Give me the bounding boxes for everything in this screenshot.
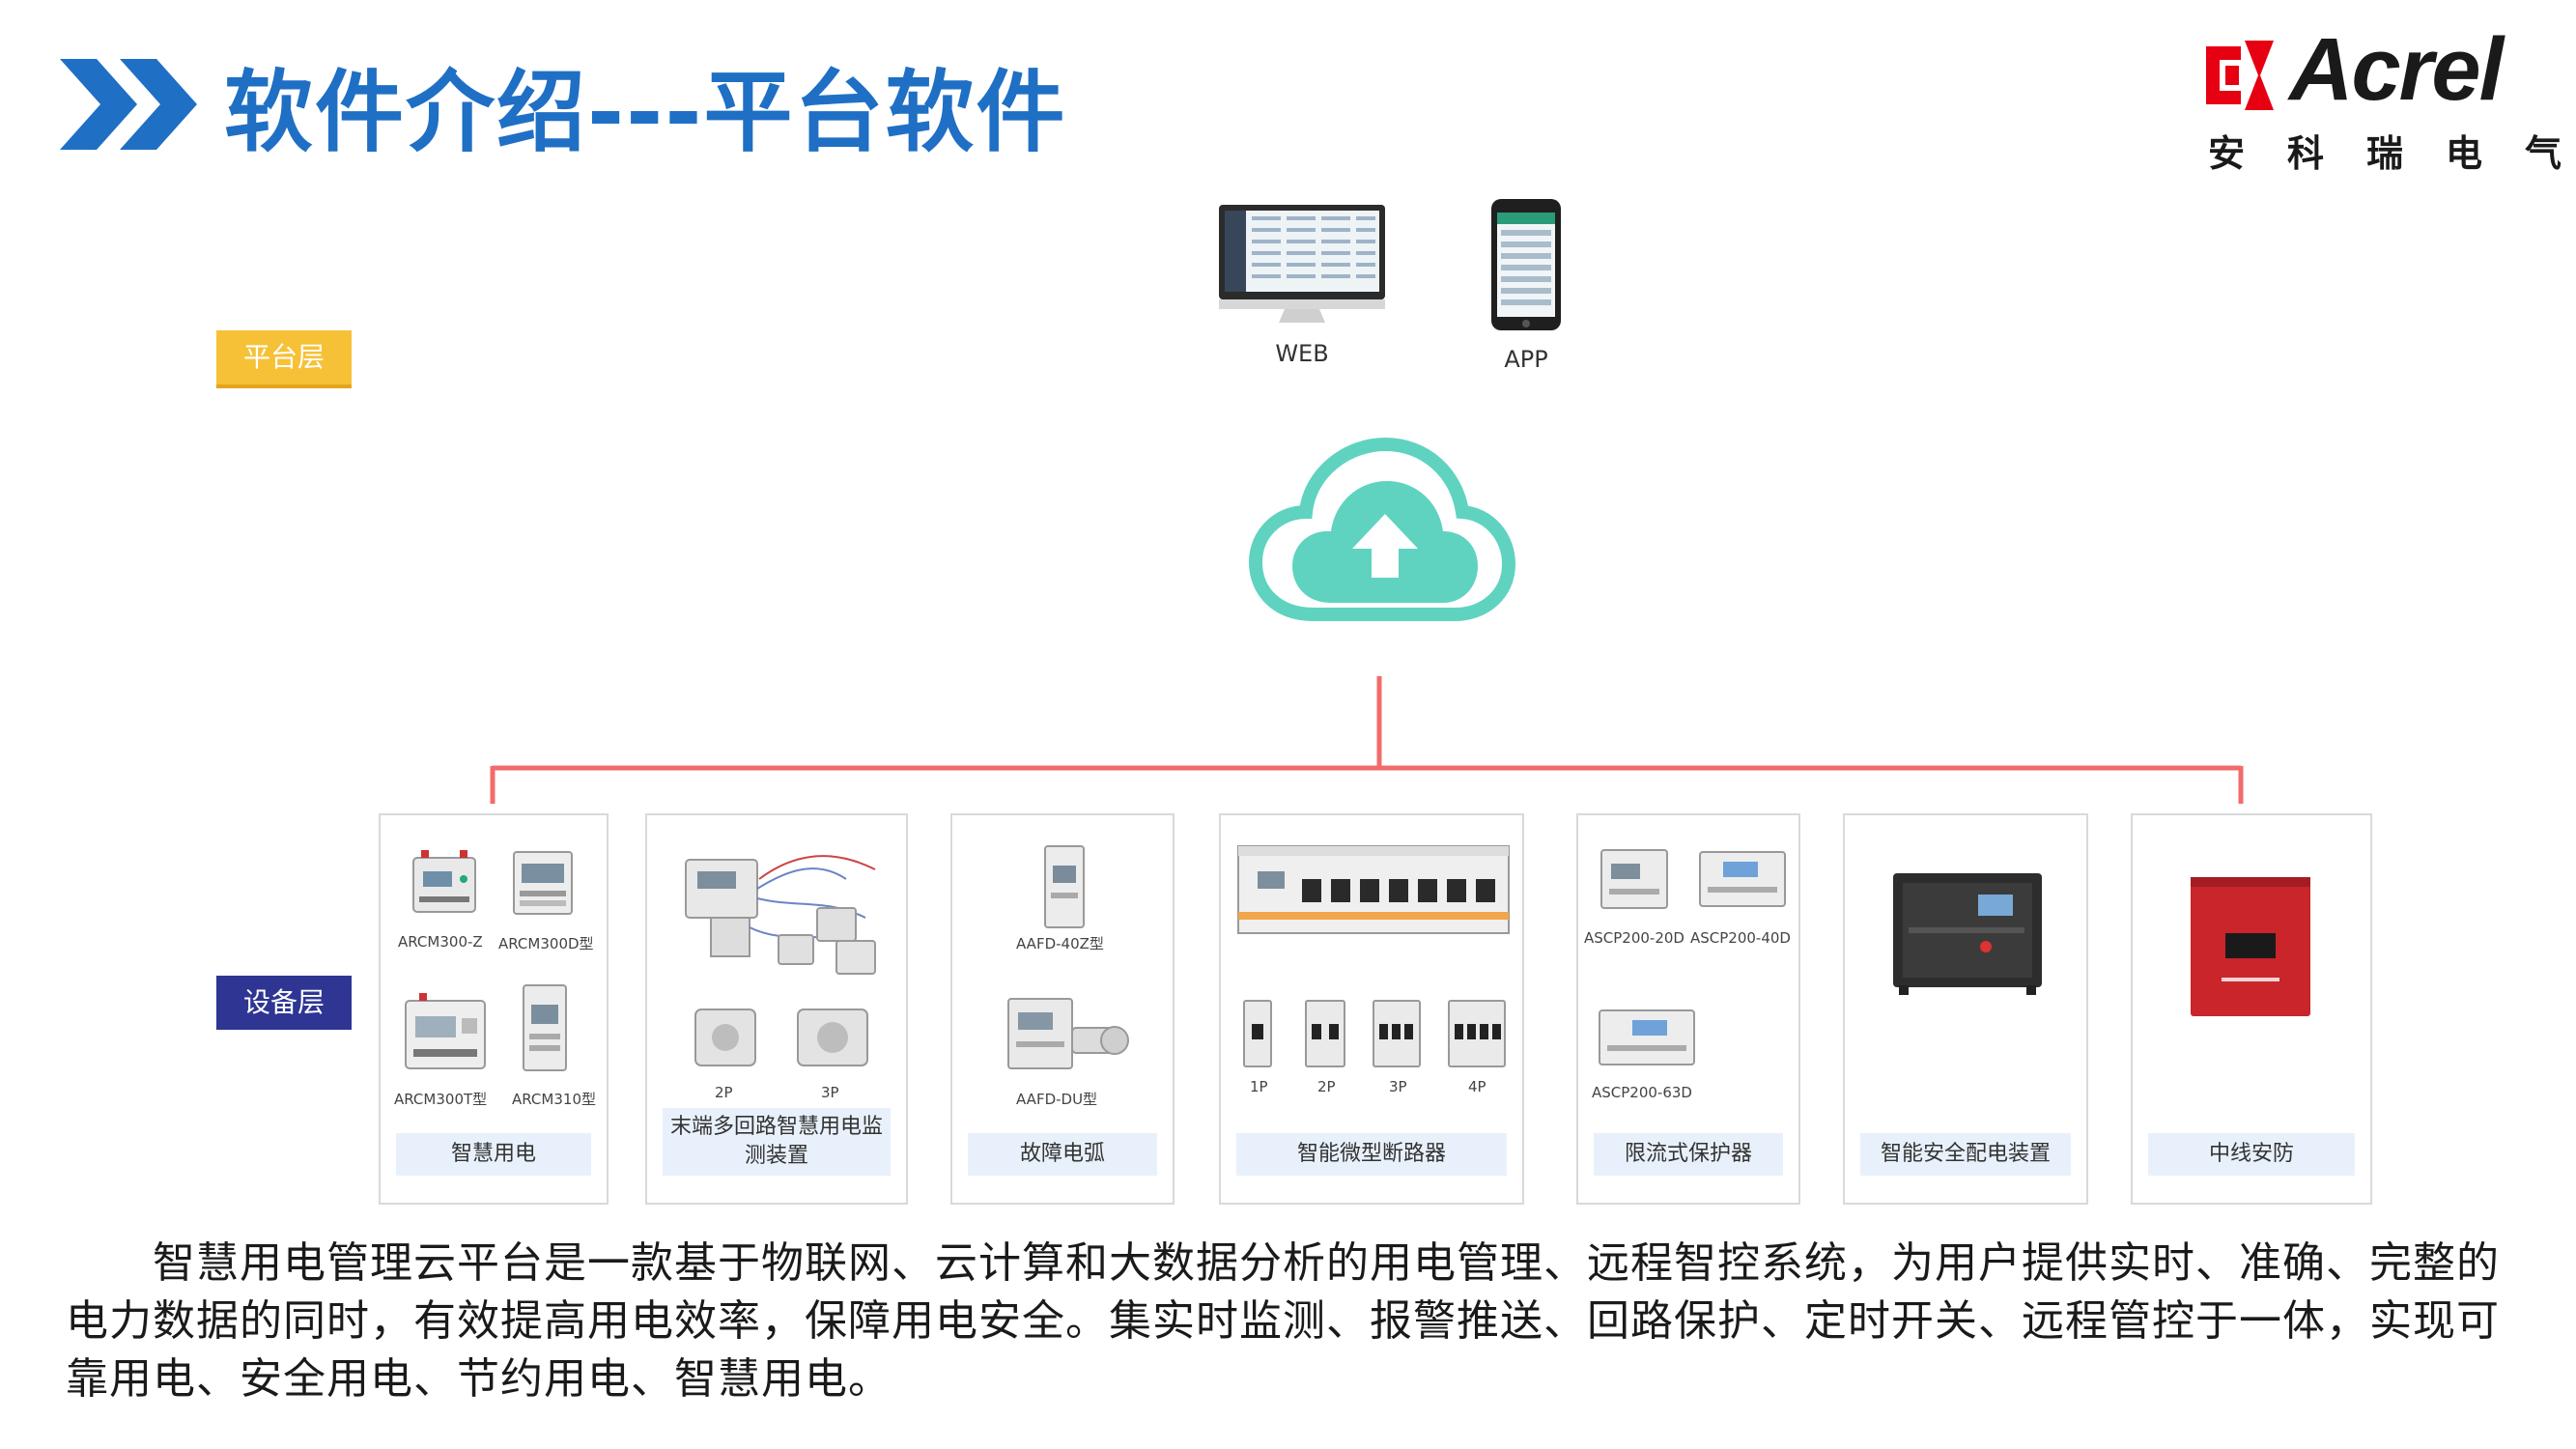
model-label: 3P <box>1389 1078 1407 1095</box>
device-caption: 故障电弧 <box>968 1133 1157 1176</box>
device-layer-label: 设备层 <box>216 976 352 1030</box>
page-header: 软件介绍---平台软件 <box>60 46 1067 164</box>
device-card-current-limiter: ASCP200-20D ASCP200-40D ASCP200-63D 限流式保… <box>1576 813 1800 1205</box>
model-label: ARCM300D型 <box>498 935 594 952</box>
mcb-2p-icon <box>1305 1000 1345 1067</box>
aafd-du-device-icon <box>1007 998 1129 1069</box>
model-label: ARCM310型 <box>512 1091 596 1108</box>
arcm300d-device-icon <box>513 851 573 915</box>
safety-distribution-unit-icon <box>1893 873 2042 995</box>
model-label: 1P <box>1250 1078 1268 1095</box>
logo-subtitle: 安科瑞电气 <box>2208 132 2576 175</box>
ascp200-63d-device-icon <box>1599 1009 1695 1065</box>
model-label: ASCP200-20D <box>1584 929 1684 947</box>
device-caption: 智能微型断路器 <box>1236 1133 1507 1176</box>
mcb-1p-icon <box>1243 1000 1272 1067</box>
arcm300t-device-icon <box>405 993 486 1069</box>
model-label: 4P <box>1468 1078 1486 1095</box>
ct-3p-icon <box>797 1009 868 1066</box>
model-label: ARCM300T型 <box>394 1091 488 1108</box>
model-label: AAFD-DU型 <box>1016 1091 1098 1108</box>
device-card-smart-power: ARCM300-Z ARCM300D型 ARCM300T型 ARCM310型 智… <box>379 813 609 1205</box>
device-caption: 限流式保护器 <box>1594 1133 1783 1176</box>
ct-2p-icon <box>694 1009 756 1066</box>
desktop-monitor-icon <box>1219 205 1385 323</box>
smart-mcb-assembly-icon <box>1237 845 1510 934</box>
page-title: 软件介绍---平台软件 <box>224 60 1067 164</box>
mcb-4p-icon <box>1448 1000 1506 1067</box>
device-caption: 智能安全配电装置 <box>1860 1133 2071 1176</box>
model-label: ASCP200-40D <box>1690 929 1791 947</box>
platform-layer-label: 平台层 <box>216 330 352 384</box>
arcm300z-device-icon <box>412 850 476 913</box>
app-client: APP <box>1478 197 1574 373</box>
ascp200-20d-device-icon <box>1600 849 1668 909</box>
device-card-multi-circuit: 2P 3P 末端多回路智慧用电监测装置 <box>645 813 908 1205</box>
model-label: 3P <box>821 1084 839 1101</box>
acrel-logo-mark-icon <box>2206 41 2274 110</box>
arcm310-device-icon <box>523 984 567 1071</box>
acrel-logo: Acrel 安科瑞电气 <box>2202 20 2562 175</box>
device-card-neutral-protection: 中线安防 <box>2131 813 2372 1205</box>
mcb-3p-icon <box>1373 1000 1421 1067</box>
cloud-upload-icon <box>1248 437 1516 621</box>
neutral-protection-cabinet-icon <box>2191 877 2310 1016</box>
device-card-arc-fault: AAFD-40Z型 AAFD-DU型 故障电弧 <box>950 813 1175 1205</box>
device-caption: 中线安防 <box>2148 1133 2355 1176</box>
device-caption: 智慧用电 <box>396 1133 591 1176</box>
smartphone-icon <box>1491 199 1561 330</box>
device-card-mcb: 1P 2P 3P 4P 智能微型断路器 <box>1219 813 1524 1205</box>
model-label: 2P <box>715 1084 733 1101</box>
double-chevron-icon <box>60 59 197 150</box>
app-label: APP <box>1504 346 1548 373</box>
model-label: AAFD-40Z型 <box>1016 935 1104 952</box>
model-label: ARCM300-Z <box>398 933 483 951</box>
ascp200-40d-device-icon <box>1699 851 1786 907</box>
model-label: ASCP200-63D <box>1592 1084 1692 1101</box>
model-label: 2P <box>1317 1078 1336 1095</box>
device-caption: 末端多回路智慧用电监测装置 <box>663 1108 891 1176</box>
aafd-40z-device-icon <box>1044 845 1085 928</box>
multi-circuit-monitor-icon <box>685 855 876 975</box>
device-card-safety-distribution: 智能安全配电装置 <box>1843 813 2088 1205</box>
logo-brand: Acrel <box>2289 20 2504 119</box>
platform-description: 智慧用电管理云平台是一款基于物联网、云计算和大数据分析的用电管理、远程智控系统，… <box>66 1238 2500 1404</box>
web-client: WEB <box>1215 201 1389 367</box>
web-label: WEB <box>1275 340 1329 367</box>
